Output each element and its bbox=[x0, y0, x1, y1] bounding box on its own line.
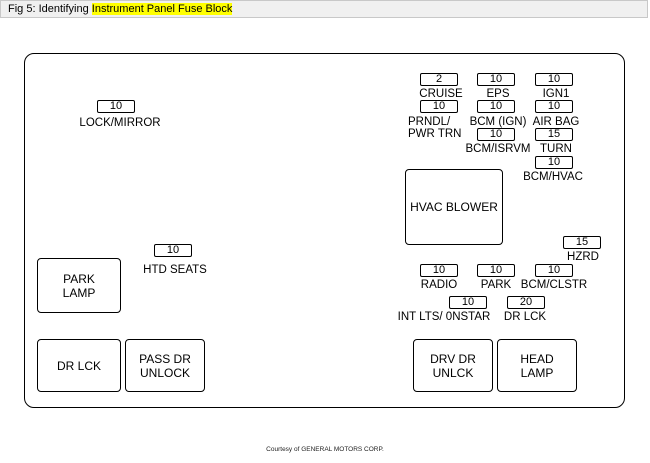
fuse-eps: 10 bbox=[477, 73, 515, 86]
relay-hvac-blower: HVAC BLOWER bbox=[405, 169, 503, 245]
fuse-cruise: 2 bbox=[420, 73, 458, 86]
fuse-radio: 10 bbox=[420, 264, 458, 277]
fuse-label-bcm-isrvm: BCM/ISRVM bbox=[465, 143, 531, 155]
fuse-dr-lck-fuse: 20 bbox=[507, 296, 545, 309]
fuse-label-lock-mirror: LOCK/MIRROR bbox=[79, 117, 161, 129]
figure-title-bar: Fig 5: Identifying Instrument Panel Fuse… bbox=[0, 0, 648, 18]
relay-dr-lck: DR LCK bbox=[37, 339, 121, 392]
relay-pass-dr-unlock: PASS DR UNLOCK bbox=[125, 339, 205, 392]
figure-title-prefix: Fig 5: Identifying bbox=[8, 3, 92, 15]
fuse-label-int-lts: INT LTS/ 0NSTAR bbox=[397, 311, 491, 323]
fuse-air-bag: 10 bbox=[535, 100, 573, 113]
fuse-bcm-hvac: 10 bbox=[535, 156, 573, 169]
fuse-label-prndl: PRNDL/ PWR TRN bbox=[408, 116, 462, 140]
fuse-label-bcm-clstr: BCM/CLSTR bbox=[520, 279, 588, 291]
fuse-label-cruise: CRUISE bbox=[419, 88, 463, 100]
fuse-turn: 15 bbox=[535, 128, 573, 141]
fuse-label-dr-lck-fuse: DR LCK bbox=[503, 311, 547, 323]
fuse-ign1: 10 bbox=[535, 73, 573, 86]
fuse-label-turn: TURN bbox=[540, 143, 572, 155]
fuse-label-park: PARK bbox=[480, 279, 512, 291]
figure-title-highlight: Instrument Panel Fuse Block bbox=[91, 3, 233, 15]
fuse-park: 10 bbox=[477, 264, 515, 277]
relay-park-lamp: PARK LAMP bbox=[37, 258, 121, 313]
fuse-bcm-ign: 10 bbox=[477, 100, 515, 113]
credit-text: Courtesy of GENERAL MOTORS CORP. bbox=[266, 446, 384, 453]
relay-drv-dr-unlck: DRV DR UNLCK bbox=[413, 339, 493, 392]
fuse-block-outline bbox=[24, 53, 625, 408]
fuse-label-air-bag: AIR BAG bbox=[532, 116, 580, 128]
fuse-label-bcm-hvac: BCM/HVAC bbox=[523, 171, 583, 183]
fuse-htd-seats: 10 bbox=[154, 244, 192, 257]
fuse-bcm-clstr: 10 bbox=[535, 264, 573, 277]
fuse-int-lts: 10 bbox=[449, 296, 487, 309]
fuse-label-htd-seats: HTD SEATS bbox=[143, 264, 207, 276]
fuse-lock-mirror: 10 bbox=[97, 100, 135, 113]
fuse-label-hzrd: HZRD bbox=[567, 251, 599, 263]
fuse-label-eps: EPS bbox=[486, 88, 510, 100]
fuse-hzrd: 15 bbox=[563, 236, 601, 249]
fuse-prndl: 10 bbox=[420, 100, 458, 113]
fuse-bcm-isrvm: 10 bbox=[477, 128, 515, 141]
fuse-label-radio: RADIO bbox=[420, 279, 458, 291]
relay-head-lamp: HEAD LAMP bbox=[497, 339, 577, 392]
fuse-label-ign1: IGN1 bbox=[542, 88, 570, 100]
fuse-label-bcm-ign: BCM (IGN) bbox=[469, 116, 527, 128]
